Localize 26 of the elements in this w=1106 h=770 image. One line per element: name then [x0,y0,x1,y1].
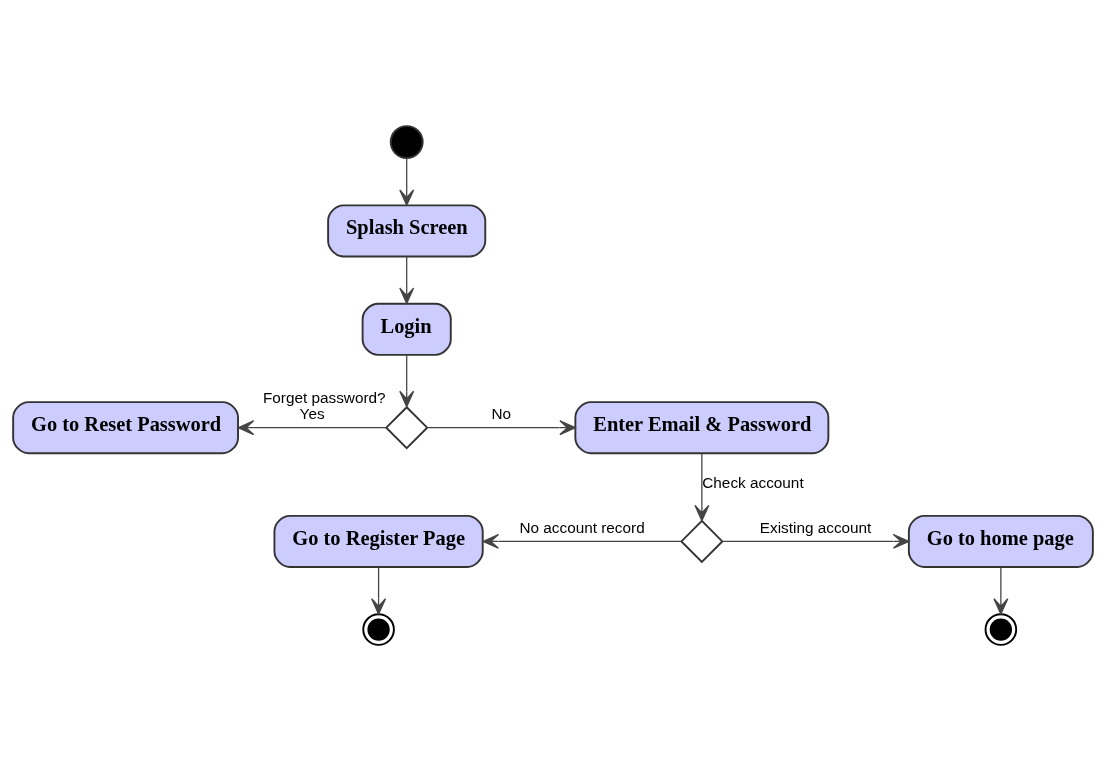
edge-label: No account record [519,518,645,536]
node-bullseye [984,612,1018,646]
arrow [399,157,415,206]
node-box: Go to home page [907,514,1094,568]
node-box: Go to Register Page [273,514,484,568]
arrow [426,419,576,435]
arrow [399,255,415,304]
edge-label: Existing account [759,518,872,536]
arrow [993,565,1009,615]
node-label: Forget password? [262,388,386,406]
arrow [399,354,415,407]
arrow [721,533,910,549]
arrow [371,565,387,615]
node-box: Login [361,302,452,356]
arrow [237,419,387,435]
edge-label: No [491,404,512,422]
arrow [694,452,710,521]
node-box: Splash Screen [327,203,487,257]
node-box: Go to Reset Password [12,400,239,454]
node-box: Enter Email & Password [574,400,830,454]
edge-label: Check account [702,473,804,491]
node-circle [389,124,424,159]
node-diamond [680,519,724,563]
node-bullseye [362,612,395,646]
arrow [482,533,682,549]
node-diamond [384,405,429,449]
